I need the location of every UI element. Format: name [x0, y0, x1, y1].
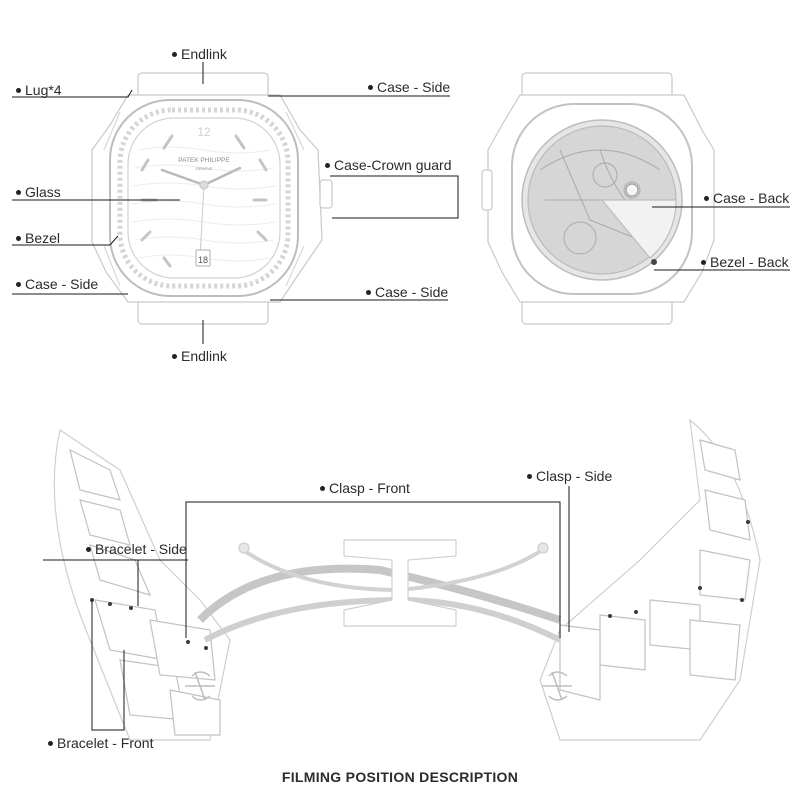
bullet-icon — [48, 740, 53, 746]
label-endlink-bottom: Endlink — [172, 348, 227, 364]
caption: FILMING POSITION DESCRIPTION — [281, 769, 519, 785]
label-endlink-top: Endlink — [172, 46, 227, 62]
label-case-crown-guard: Case-Crown guard — [325, 157, 452, 173]
bullet-icon — [86, 546, 91, 552]
bullet-icon — [16, 189, 21, 195]
label-bezel: Bezel — [16, 230, 60, 246]
label-text: Bezel - Back — [710, 254, 789, 270]
label-clasp-front: Clasp - Front — [320, 480, 410, 496]
label-text: Case - Back — [713, 190, 790, 206]
leader-lines — [12, 62, 790, 731]
label-text: Endlink — [181, 348, 227, 364]
bullet-icon — [16, 87, 21, 93]
bullet-icon — [366, 289, 371, 295]
bullet-icon — [320, 485, 325, 491]
label-text: Glass — [25, 184, 61, 200]
bullet-icon — [704, 195, 709, 201]
label-text: Case - Side — [377, 79, 451, 95]
label-text: Case - Side — [375, 284, 449, 300]
bracelet — [53, 418, 761, 741]
label-bracelet-side: Bracelet - Side — [86, 541, 187, 557]
dial-texts: 12 PATEK PHILIPPE GENEVE 18 — [178, 125, 230, 265]
label-text: Case - Side — [25, 276, 99, 292]
label-text: Clasp - Front — [329, 480, 410, 496]
dial-date: 18 — [198, 255, 208, 265]
label-text: Case-Crown guard — [334, 157, 452, 173]
label-case-side-left: Case - Side — [16, 276, 98, 292]
label-text: Bracelet - Side — [95, 541, 187, 557]
bullet-icon — [16, 281, 21, 287]
label-lug: Lug*4 — [16, 82, 62, 98]
label-text: Lug*4 — [25, 82, 62, 98]
label-text: Bezel — [25, 230, 61, 246]
label-text: Clasp - Side — [536, 468, 613, 484]
dial-brand: PATEK PHILIPPE — [178, 157, 230, 164]
label-case-side-bottom-right: Case - Side — [366, 284, 448, 300]
label-case-back: Case - Back — [704, 190, 789, 206]
label-bezel-back: Bezel - Back — [701, 254, 789, 270]
bullet-icon — [325, 162, 330, 168]
bullet-icon — [368, 84, 373, 90]
label-text: Endlink — [181, 46, 227, 62]
bullet-icon — [16, 235, 21, 241]
label-text: Bracelet - Front — [57, 735, 154, 751]
label-clasp-side: Clasp - Side — [527, 468, 612, 484]
bullet-icon — [172, 353, 177, 359]
bullet-icon — [527, 473, 532, 479]
label-glass: Glass — [16, 184, 61, 200]
label-case-side-top-right: Case - Side — [368, 79, 450, 95]
watch-front — [91, 72, 333, 325]
dial-city: GENEVE — [196, 166, 213, 171]
label-bracelet-front: Bracelet - Front — [48, 735, 153, 751]
dial-numeral: 12 — [197, 125, 211, 139]
bullet-icon — [172, 51, 177, 57]
watch-back — [481, 72, 715, 325]
bullet-icon — [701, 259, 706, 265]
